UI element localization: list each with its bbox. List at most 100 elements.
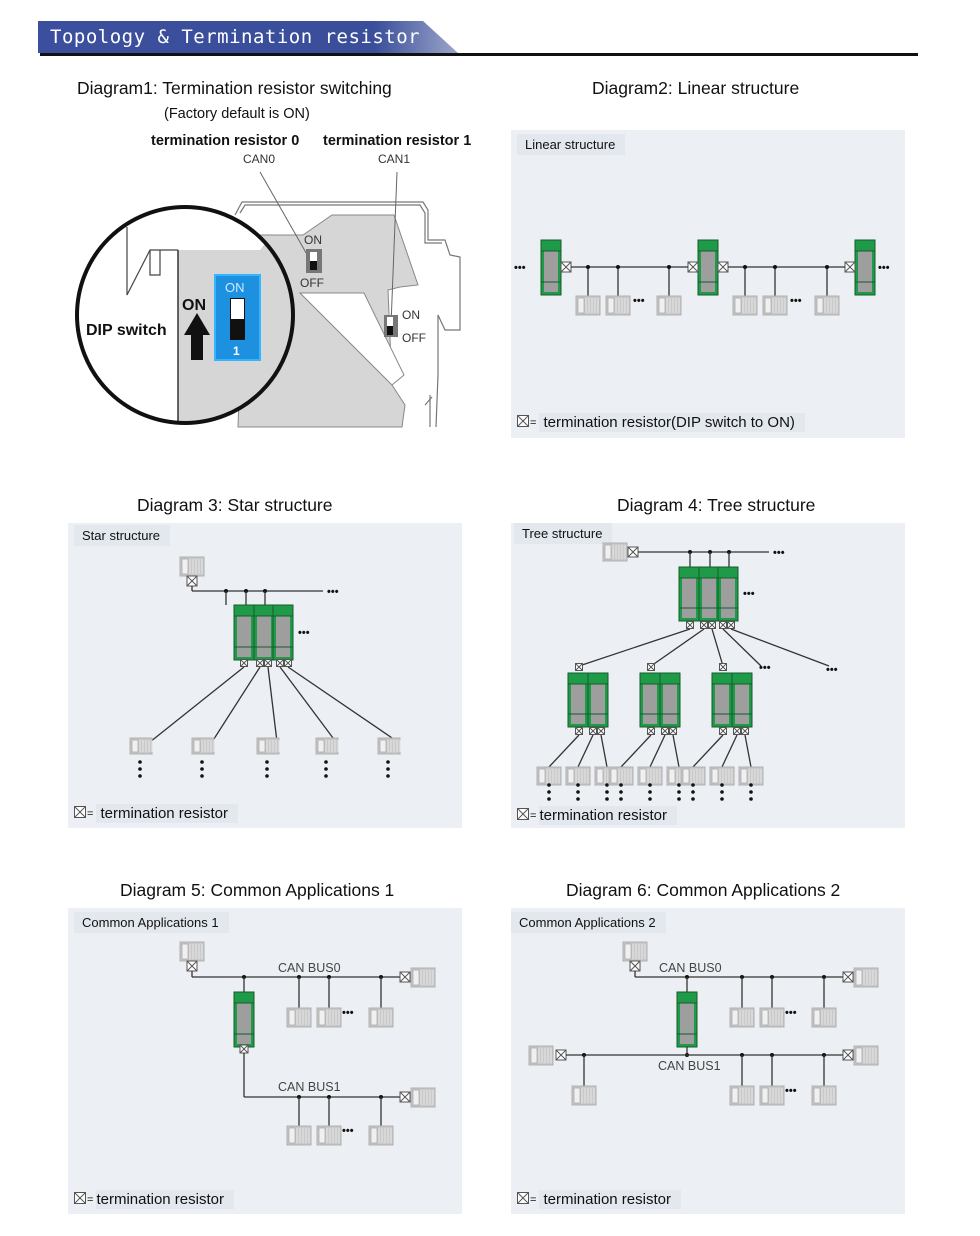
ellipsis: ••• bbox=[342, 1007, 354, 1019]
dip-on-arrow-label: ON bbox=[182, 297, 206, 314]
termination-resistor-icon bbox=[240, 659, 248, 667]
common-applications-1-diagram: CAN BUS0 CAN BUS1 •••••• bbox=[179, 941, 436, 1146]
can-device-icon bbox=[811, 1007, 837, 1028]
ellipsis: ••• bbox=[773, 547, 785, 559]
panel-label: Linear structure bbox=[517, 134, 626, 155]
dip-key-on: ON bbox=[225, 280, 245, 295]
can-device-icon bbox=[605, 295, 631, 316]
termination-resistor-icon bbox=[517, 414, 529, 431]
arrow-up-icon bbox=[184, 313, 210, 360]
legend-text: termination resistor bbox=[539, 806, 677, 825]
ellipsis: ••• bbox=[785, 1085, 797, 1097]
termination-resistor-icon bbox=[717, 261, 729, 273]
termination-resistor-icon bbox=[575, 663, 583, 671]
junction-dot bbox=[743, 265, 747, 269]
can-device-icon bbox=[191, 737, 215, 755]
legend-equals: = bbox=[530, 809, 537, 822]
termination-resistor-icon bbox=[589, 727, 597, 735]
linear-structure-panel: Linear structure •••••••••••• = terminat… bbox=[511, 130, 905, 438]
vertical-ellipsis bbox=[324, 760, 328, 778]
gateway-module-icon bbox=[639, 672, 661, 728]
can-bus1-label: CAN BUS1 bbox=[658, 1059, 721, 1073]
can0-switch-on-label: ON bbox=[304, 233, 322, 247]
gateway-module-icon bbox=[233, 991, 255, 1048]
termination-resistor-icon bbox=[687, 261, 699, 273]
termination-resistor-icon bbox=[399, 1091, 411, 1103]
gateway-module-icon bbox=[233, 604, 255, 661]
vertical-ellipsis bbox=[547, 783, 551, 801]
can-device-icon bbox=[759, 1007, 785, 1028]
tree-structure-panel: Tree structure •••••••••••• = terminatio… bbox=[511, 523, 905, 828]
bus-line bbox=[744, 734, 752, 768]
bus-line bbox=[730, 628, 830, 667]
banner-title: Topology & Termination resistor bbox=[50, 26, 421, 48]
gateway-module-icon bbox=[678, 566, 700, 622]
ellipsis: ••• bbox=[878, 262, 890, 274]
legend-text: termination resistor bbox=[96, 804, 238, 823]
diagram5-heading: Diagram 5: Common Applications 1 bbox=[120, 880, 395, 900]
ellipsis: ••• bbox=[342, 1125, 354, 1137]
termination-resistor-icon bbox=[700, 621, 708, 629]
can-device-icon bbox=[622, 941, 648, 962]
can-device-icon bbox=[762, 295, 788, 316]
termination-resistor-icon bbox=[186, 575, 198, 587]
can-device-icon bbox=[368, 1125, 394, 1146]
legend-text: termination resistor bbox=[539, 1190, 681, 1209]
dip-number: 1 bbox=[233, 344, 240, 358]
legend-text: termination resistor bbox=[96, 1190, 234, 1209]
can-device-icon bbox=[575, 295, 601, 316]
vertical-ellipsis bbox=[749, 783, 753, 801]
can-device-icon bbox=[853, 1045, 879, 1066]
can-device-icon bbox=[565, 766, 591, 786]
can-device-icon bbox=[602, 542, 628, 562]
ellipsis: ••• bbox=[514, 262, 526, 274]
bus-line bbox=[267, 666, 278, 743]
bus-line bbox=[649, 734, 666, 768]
termination-resistor-icon bbox=[708, 621, 716, 629]
bus-line bbox=[548, 734, 580, 768]
termination-resistor-icon bbox=[555, 1049, 567, 1061]
termination-resistor-icon bbox=[399, 971, 411, 983]
termination-resistor-icon bbox=[256, 659, 264, 667]
termination-resistor-icon bbox=[74, 1191, 86, 1208]
ellipsis: ••• bbox=[327, 586, 339, 598]
can1-switch-off-label: OFF bbox=[402, 331, 426, 345]
gateway-module-icon bbox=[567, 672, 589, 728]
ellipsis: ••• bbox=[790, 295, 802, 307]
termination-resistor-icon bbox=[264, 659, 272, 667]
legend: = termination resistor bbox=[74, 1190, 234, 1209]
can-device-icon bbox=[286, 1125, 312, 1146]
can-device-icon bbox=[410, 967, 436, 988]
bus-line bbox=[620, 734, 652, 768]
termination-resistor-icon bbox=[74, 805, 86, 822]
vertical-ellipsis bbox=[386, 760, 390, 778]
termination-resistor-icon bbox=[842, 971, 854, 983]
gateway-module-icon bbox=[698, 566, 720, 622]
magnifier-circle bbox=[75, 205, 295, 425]
termination-resistor-icon bbox=[239, 1044, 249, 1054]
diagram2-heading: Diagram2: Linear structure bbox=[592, 78, 800, 98]
junction-dot bbox=[667, 265, 671, 269]
can-device-icon bbox=[811, 1085, 837, 1106]
can-device-icon bbox=[738, 766, 764, 786]
termination-resistor-icon bbox=[661, 727, 669, 735]
bus-line bbox=[578, 628, 691, 667]
gateway-module-icon bbox=[253, 604, 275, 661]
termination-resistor-icon bbox=[517, 1191, 529, 1208]
can-bus0-label: CAN BUS0 bbox=[659, 961, 722, 975]
ellipsis: ••• bbox=[743, 588, 755, 600]
diagram4-heading: Diagram 4: Tree structure bbox=[617, 495, 816, 515]
termination-resistor-icon bbox=[575, 727, 583, 735]
termination-resistor-icon bbox=[560, 261, 572, 273]
bus-line bbox=[211, 666, 261, 743]
can-device-icon bbox=[680, 766, 706, 786]
can1-leader-line bbox=[390, 171, 398, 326]
gateway-module-icon bbox=[272, 604, 294, 661]
can0-switch bbox=[306, 249, 322, 273]
termination-resistor-1-label: termination resistor 1 bbox=[323, 133, 472, 149]
can1-switch bbox=[384, 315, 398, 337]
common-applications-1-panel: Common Applications 1 CAN BUS0 CAN BUS1 … bbox=[68, 908, 462, 1214]
bus-line bbox=[577, 734, 594, 768]
can1-switch-on-label: ON bbox=[402, 308, 420, 322]
termination-resistor-icon bbox=[844, 261, 856, 273]
